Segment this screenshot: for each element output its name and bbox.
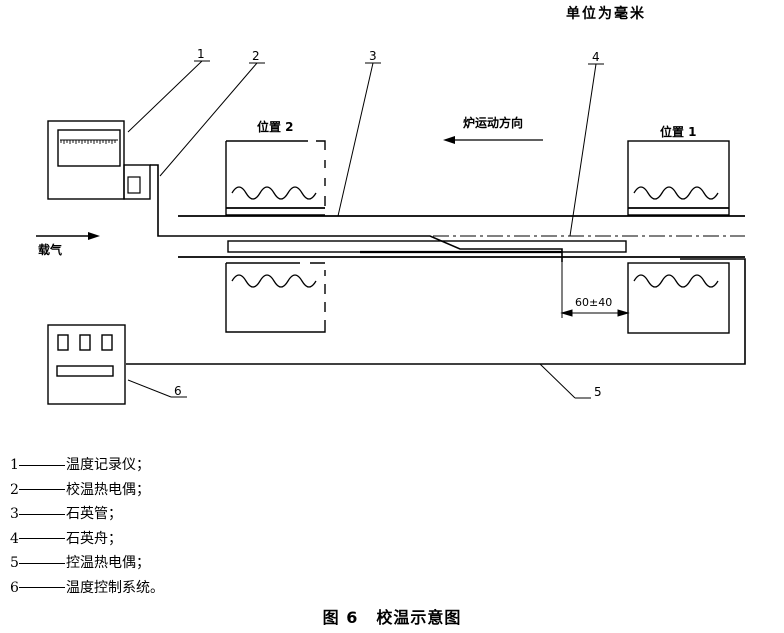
callout-6: 6 bbox=[174, 384, 182, 398]
furnace-position-2-top bbox=[225, 140, 326, 216]
figure-title: 校温示意图 bbox=[376, 608, 462, 627]
furnace-position-1-bottom bbox=[627, 262, 730, 334]
carrier-gas-label: 载气 bbox=[38, 242, 62, 257]
callout-leaders bbox=[127, 60, 604, 399]
callout-3: 3 bbox=[369, 49, 377, 63]
furnace-position-2-bottom bbox=[225, 262, 326, 333]
control-thermocouple bbox=[126, 258, 746, 365]
temperature-recorder bbox=[47, 120, 151, 200]
callout-5: 5 bbox=[594, 385, 602, 399]
figure-caption: 图 6 校温示意图 bbox=[0, 604, 784, 628]
furnace-direction-label: 炉运动方向 bbox=[463, 115, 523, 130]
furnace-direction-arrow bbox=[443, 136, 543, 144]
position-2-label: 位置 2 bbox=[257, 119, 294, 134]
distance-dimension bbox=[560, 262, 630, 318]
position-1-label: 位置 1 bbox=[660, 124, 697, 139]
callout-1: 1 bbox=[197, 47, 205, 61]
unit-note: 单位为毫米 bbox=[566, 6, 646, 22]
temperature-control-system bbox=[47, 324, 126, 405]
figure-number: 图 6 bbox=[322, 608, 359, 627]
distance-label: 60±40 bbox=[575, 296, 612, 309]
furnace-position-1-top bbox=[627, 140, 730, 216]
callout-4: 4 bbox=[592, 50, 600, 64]
quartz-tube bbox=[178, 215, 745, 258]
quartz-boat bbox=[227, 240, 627, 254]
callout-2: 2 bbox=[252, 49, 260, 63]
calibration-diagram: 60±40 炉运动方向 位置 2 位置 1 载气 1 2 3 4 5 6 bbox=[36, 47, 746, 405]
calibration-thermocouple bbox=[150, 164, 563, 262]
carrier-gas-arrow bbox=[36, 232, 100, 240]
